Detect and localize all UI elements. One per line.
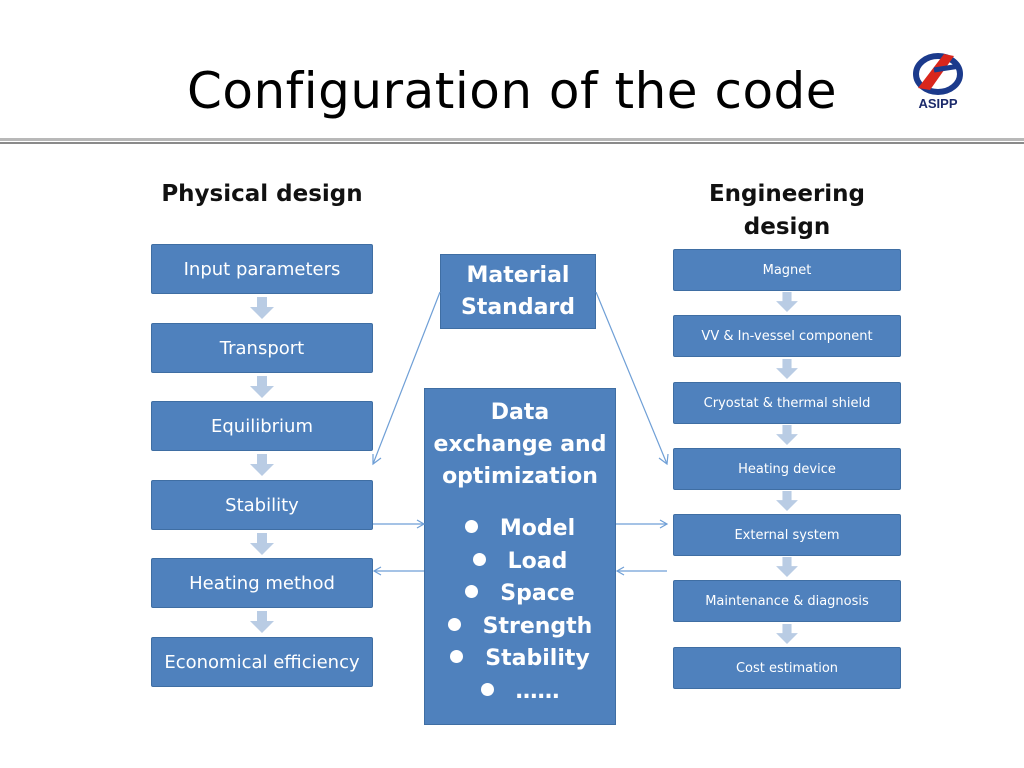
title-divider-shadow: [0, 142, 1024, 144]
title-divider: [0, 138, 1024, 141]
box-cost-estimation: Cost estimation: [673, 647, 901, 689]
connector-arrowhead: [416, 519, 426, 529]
bullet-item: Load: [425, 546, 615, 579]
center-title-line2: exchange and: [433, 432, 607, 457]
connector-material-to-engineering: [595, 291, 668, 465]
bullet-item: Strength: [425, 611, 615, 644]
box-external-system: External system: [673, 514, 901, 556]
bullet-dot-icon: [464, 520, 478, 533]
bullet-item: Space: [425, 578, 615, 611]
box-magnet: Magnet: [673, 249, 901, 291]
engineering-heading-line2: design: [743, 214, 831, 240]
box-transport: Transport: [151, 323, 373, 373]
down-arrow-icon: [776, 557, 798, 577]
physical-design-heading: Physical design: [161, 181, 363, 207]
connector-arrowhead: [615, 566, 625, 576]
box-material-standard: Material Standard: [440, 254, 596, 329]
bullet-label: Load: [507, 548, 568, 574]
connector-arrowhead: [372, 454, 382, 466]
bullet-label: Stability: [485, 646, 590, 671]
down-arrow-icon: [250, 376, 274, 398]
box-cryostat-thermal-shield: Cryostat & thermal shield: [673, 382, 901, 424]
center-title-line1: Data: [490, 400, 550, 425]
down-arrow-icon: [776, 425, 798, 445]
box-heating-device: Heating device: [673, 448, 901, 490]
down-arrow-icon: [250, 454, 274, 476]
box-vv-in-vessel-component: VV & In-vessel component: [673, 315, 901, 357]
bullet-item: Stability: [425, 643, 615, 676]
bullet-item: Model: [425, 513, 615, 546]
box-input-parameters: Input parameters: [151, 244, 373, 294]
down-arrow-icon: [776, 491, 798, 511]
bullet-dot-icon: [450, 650, 464, 663]
bullet-label: Model: [499, 516, 576, 541]
down-arrow-icon: [250, 533, 274, 555]
down-arrow-icon: [776, 359, 798, 379]
down-arrow-icon: [776, 292, 798, 312]
box-economical-efficiency: Economical efficiency: [151, 637, 373, 687]
box-stability: Stability: [151, 480, 373, 530]
bullet-item: ……: [425, 676, 615, 709]
connector-arrowhead: [658, 453, 669, 466]
box-data-exchange-optimization: Data exchange and optimization Model Loa…: [424, 388, 616, 725]
down-arrow-icon: [250, 611, 274, 633]
material-line2: Standard: [460, 294, 576, 320]
asipp-logo: ASIPP: [904, 44, 972, 116]
down-arrow-icon: [250, 297, 274, 319]
bullet-label: ……: [515, 678, 560, 704]
bullet-label: Space: [500, 581, 575, 606]
box-heating-method: Heating method: [151, 558, 373, 608]
box-maintenance-diagnosis: Maintenance & diagnosis: [673, 580, 901, 622]
bullet-label: Strength: [482, 613, 593, 639]
engineering-design-heading: Engineering design: [673, 178, 901, 244]
bullet-dot-icon: [447, 617, 461, 631]
material-line1: Material: [466, 262, 570, 288]
center-title: Data exchange and optimization: [425, 397, 615, 493]
asipp-logo-icon: [913, 53, 963, 95]
box-equilibrium: Equilibrium: [151, 401, 373, 451]
slide-title: Configuration of the code: [186, 62, 838, 120]
logo-text: ASIPP: [918, 96, 958, 111]
bullet-dot-icon: [480, 682, 494, 696]
connector-arrowhead: [372, 566, 382, 576]
down-arrow-icon: [776, 624, 798, 644]
bullet-dot-icon: [472, 552, 486, 566]
connector-material-to-physical: [372, 291, 441, 465]
connector-arrowhead: [659, 519, 669, 529]
engineering-heading-line1: Engineering: [708, 181, 866, 207]
center-bullet-list: Model Load Space Strength Stability ……: [425, 513, 615, 708]
bullet-dot-icon: [465, 585, 479, 598]
center-title-line3: optimization: [442, 464, 598, 489]
